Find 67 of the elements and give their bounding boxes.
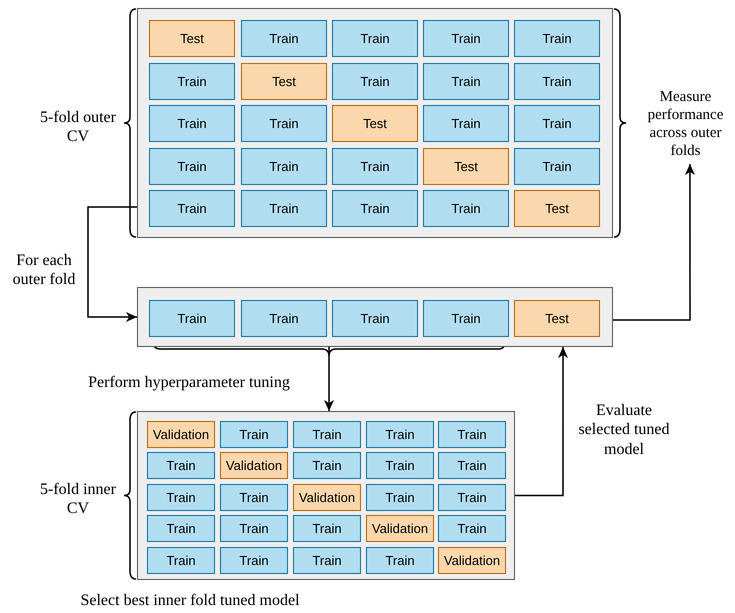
data-fold-cell: Train	[293, 452, 361, 479]
data-fold-cell: Train	[220, 484, 288, 511]
data-fold-cell: Train	[147, 515, 215, 542]
data-fold-cell: Train	[423, 190, 509, 227]
arrow	[515, 347, 568, 496]
annotation-text: 5-fold inner CV	[40, 480, 116, 518]
data-fold-cell: Train	[241, 105, 327, 142]
data-fold-cell: Train	[514, 63, 600, 100]
data-fold-cell: Train	[293, 547, 361, 574]
data-fold-cell: Validation	[220, 452, 288, 479]
data-fold-cell: Train	[220, 547, 288, 574]
data-fold-cell: Train	[366, 452, 434, 479]
data-fold-cell: Train	[514, 20, 600, 57]
data-fold-cell: Train	[332, 190, 418, 227]
data-fold-cell: Train	[241, 20, 327, 57]
data-fold-cell: Train	[147, 547, 215, 574]
data-fold-cell: Train	[423, 63, 509, 100]
arrow	[87, 206, 137, 322]
data-fold-cell: Train	[438, 515, 506, 542]
arrow	[613, 164, 695, 321]
data-fold-cell: Train	[149, 190, 235, 227]
data-fold-cell: Train	[514, 148, 600, 185]
data-fold-cell: Validation	[147, 421, 215, 448]
data-fold-cell: Train	[366, 484, 434, 511]
data-fold-cell: Train	[423, 300, 509, 337]
data-fold-cell: Train	[147, 452, 215, 479]
data-fold-cell: Train	[332, 148, 418, 185]
text-label: Measure performance across outer folds	[636, 84, 735, 164]
edge-label: Perform hyperparameter tuning	[88, 373, 290, 393]
annotation-text: Select best inner fold tuned model	[80, 591, 300, 611]
data-fold-cell: Train	[241, 190, 327, 227]
data-fold-cell: Train	[332, 20, 418, 57]
data-fold-cell: Train	[241, 148, 327, 185]
fold-panel	[137, 8, 613, 238]
data-fold-cell: Train	[366, 547, 434, 574]
annotation-text: 5-fold outer CV	[40, 108, 116, 146]
arrow	[324, 347, 334, 411]
data-fold-cell: Train	[366, 421, 434, 448]
data-fold-cell: Train	[514, 105, 600, 142]
data-fold-cell: Validation	[366, 515, 434, 542]
data-fold-cell: Test	[332, 105, 418, 142]
data-fold-cell: Test	[514, 190, 600, 227]
data-fold-cell: Train	[438, 452, 506, 479]
data-fold-cell: Train	[149, 105, 235, 142]
data-fold-cell: Train	[423, 20, 509, 57]
fold-panel	[137, 287, 613, 347]
data-fold-cell: Train	[241, 300, 327, 337]
data-fold-cell: Train	[149, 63, 235, 100]
data-fold-cell: Train	[147, 484, 215, 511]
data-fold-cell: Validation	[293, 484, 361, 511]
data-fold-cell: Test	[149, 20, 235, 57]
data-fold-cell: Train	[220, 421, 288, 448]
data-fold-cell: Train	[423, 105, 509, 142]
data-fold-cell: Test	[423, 148, 509, 185]
data-fold-cell: Train	[438, 421, 506, 448]
data-fold-cell: Train	[438, 484, 506, 511]
fold-panel	[137, 411, 515, 580]
data-fold-cell: Train	[220, 515, 288, 542]
data-fold-cell: Train	[293, 515, 361, 542]
data-fold-cell: Test	[514, 300, 600, 337]
data-fold-cell: Train	[293, 421, 361, 448]
data-fold-cell: Train	[149, 300, 235, 337]
data-fold-cell: Train	[332, 300, 418, 337]
data-fold-cell: Test	[241, 63, 327, 100]
data-fold-cell: Validation	[438, 547, 506, 574]
data-fold-cell: Train	[149, 148, 235, 185]
data-fold-cell: Train	[332, 63, 418, 100]
